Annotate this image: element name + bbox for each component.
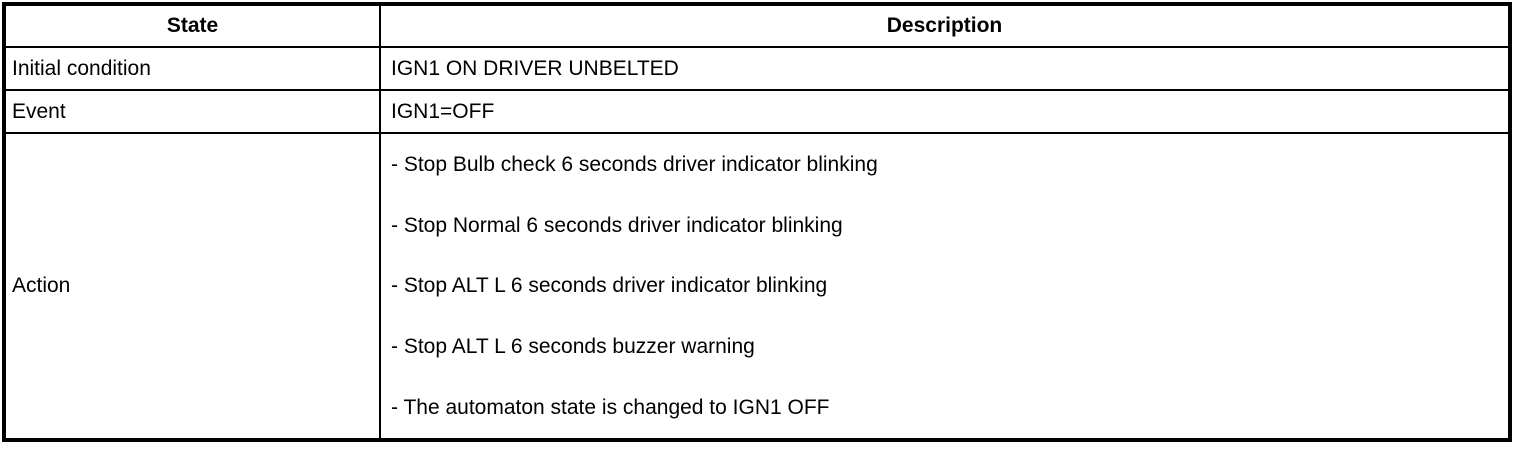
action-item: - Stop Normal 6 seconds driver indicator…: [391, 213, 843, 237]
action-item: - Stop ALT L 6 seconds buzzer warning: [391, 335, 755, 359]
table-row-action: Action - Stop Bulb check 6 seconds drive…: [3, 132, 1511, 441]
header-row: State Description: [3, 3, 1511, 48]
column-header-description: Description: [379, 3, 1511, 48]
action-item: - The automaton state is changed to IGN1…: [391, 395, 830, 419]
row-label-event: Event: [3, 89, 381, 134]
table-row-initial-condition: Initial condition IGN1 ON DRIVER UNBELTE…: [3, 46, 1511, 91]
action-item: - Stop Bulb check 6 seconds driver indic…: [391, 152, 878, 176]
row-label-action: Action: [3, 132, 381, 441]
table-row-event: Event IGN1=OFF: [3, 89, 1511, 134]
column-header-state: State: [3, 3, 381, 48]
state-description-table: State Description Initial condition IGN1…: [2, 2, 1512, 442]
row-value-action: - Stop Bulb check 6 seconds driver indic…: [379, 132, 1511, 441]
action-item: - Stop ALT L 6 seconds driver indicator …: [391, 274, 828, 298]
row-value-event: IGN1=OFF: [379, 89, 1511, 134]
action-list: - Stop Bulb check 6 seconds driver indic…: [391, 134, 1508, 438]
spec-table: State Description Initial condition IGN1…: [2, 2, 1512, 442]
row-value-initial-condition: IGN1 ON DRIVER UNBELTED: [379, 46, 1511, 91]
row-label-initial-condition: Initial condition: [3, 46, 381, 91]
